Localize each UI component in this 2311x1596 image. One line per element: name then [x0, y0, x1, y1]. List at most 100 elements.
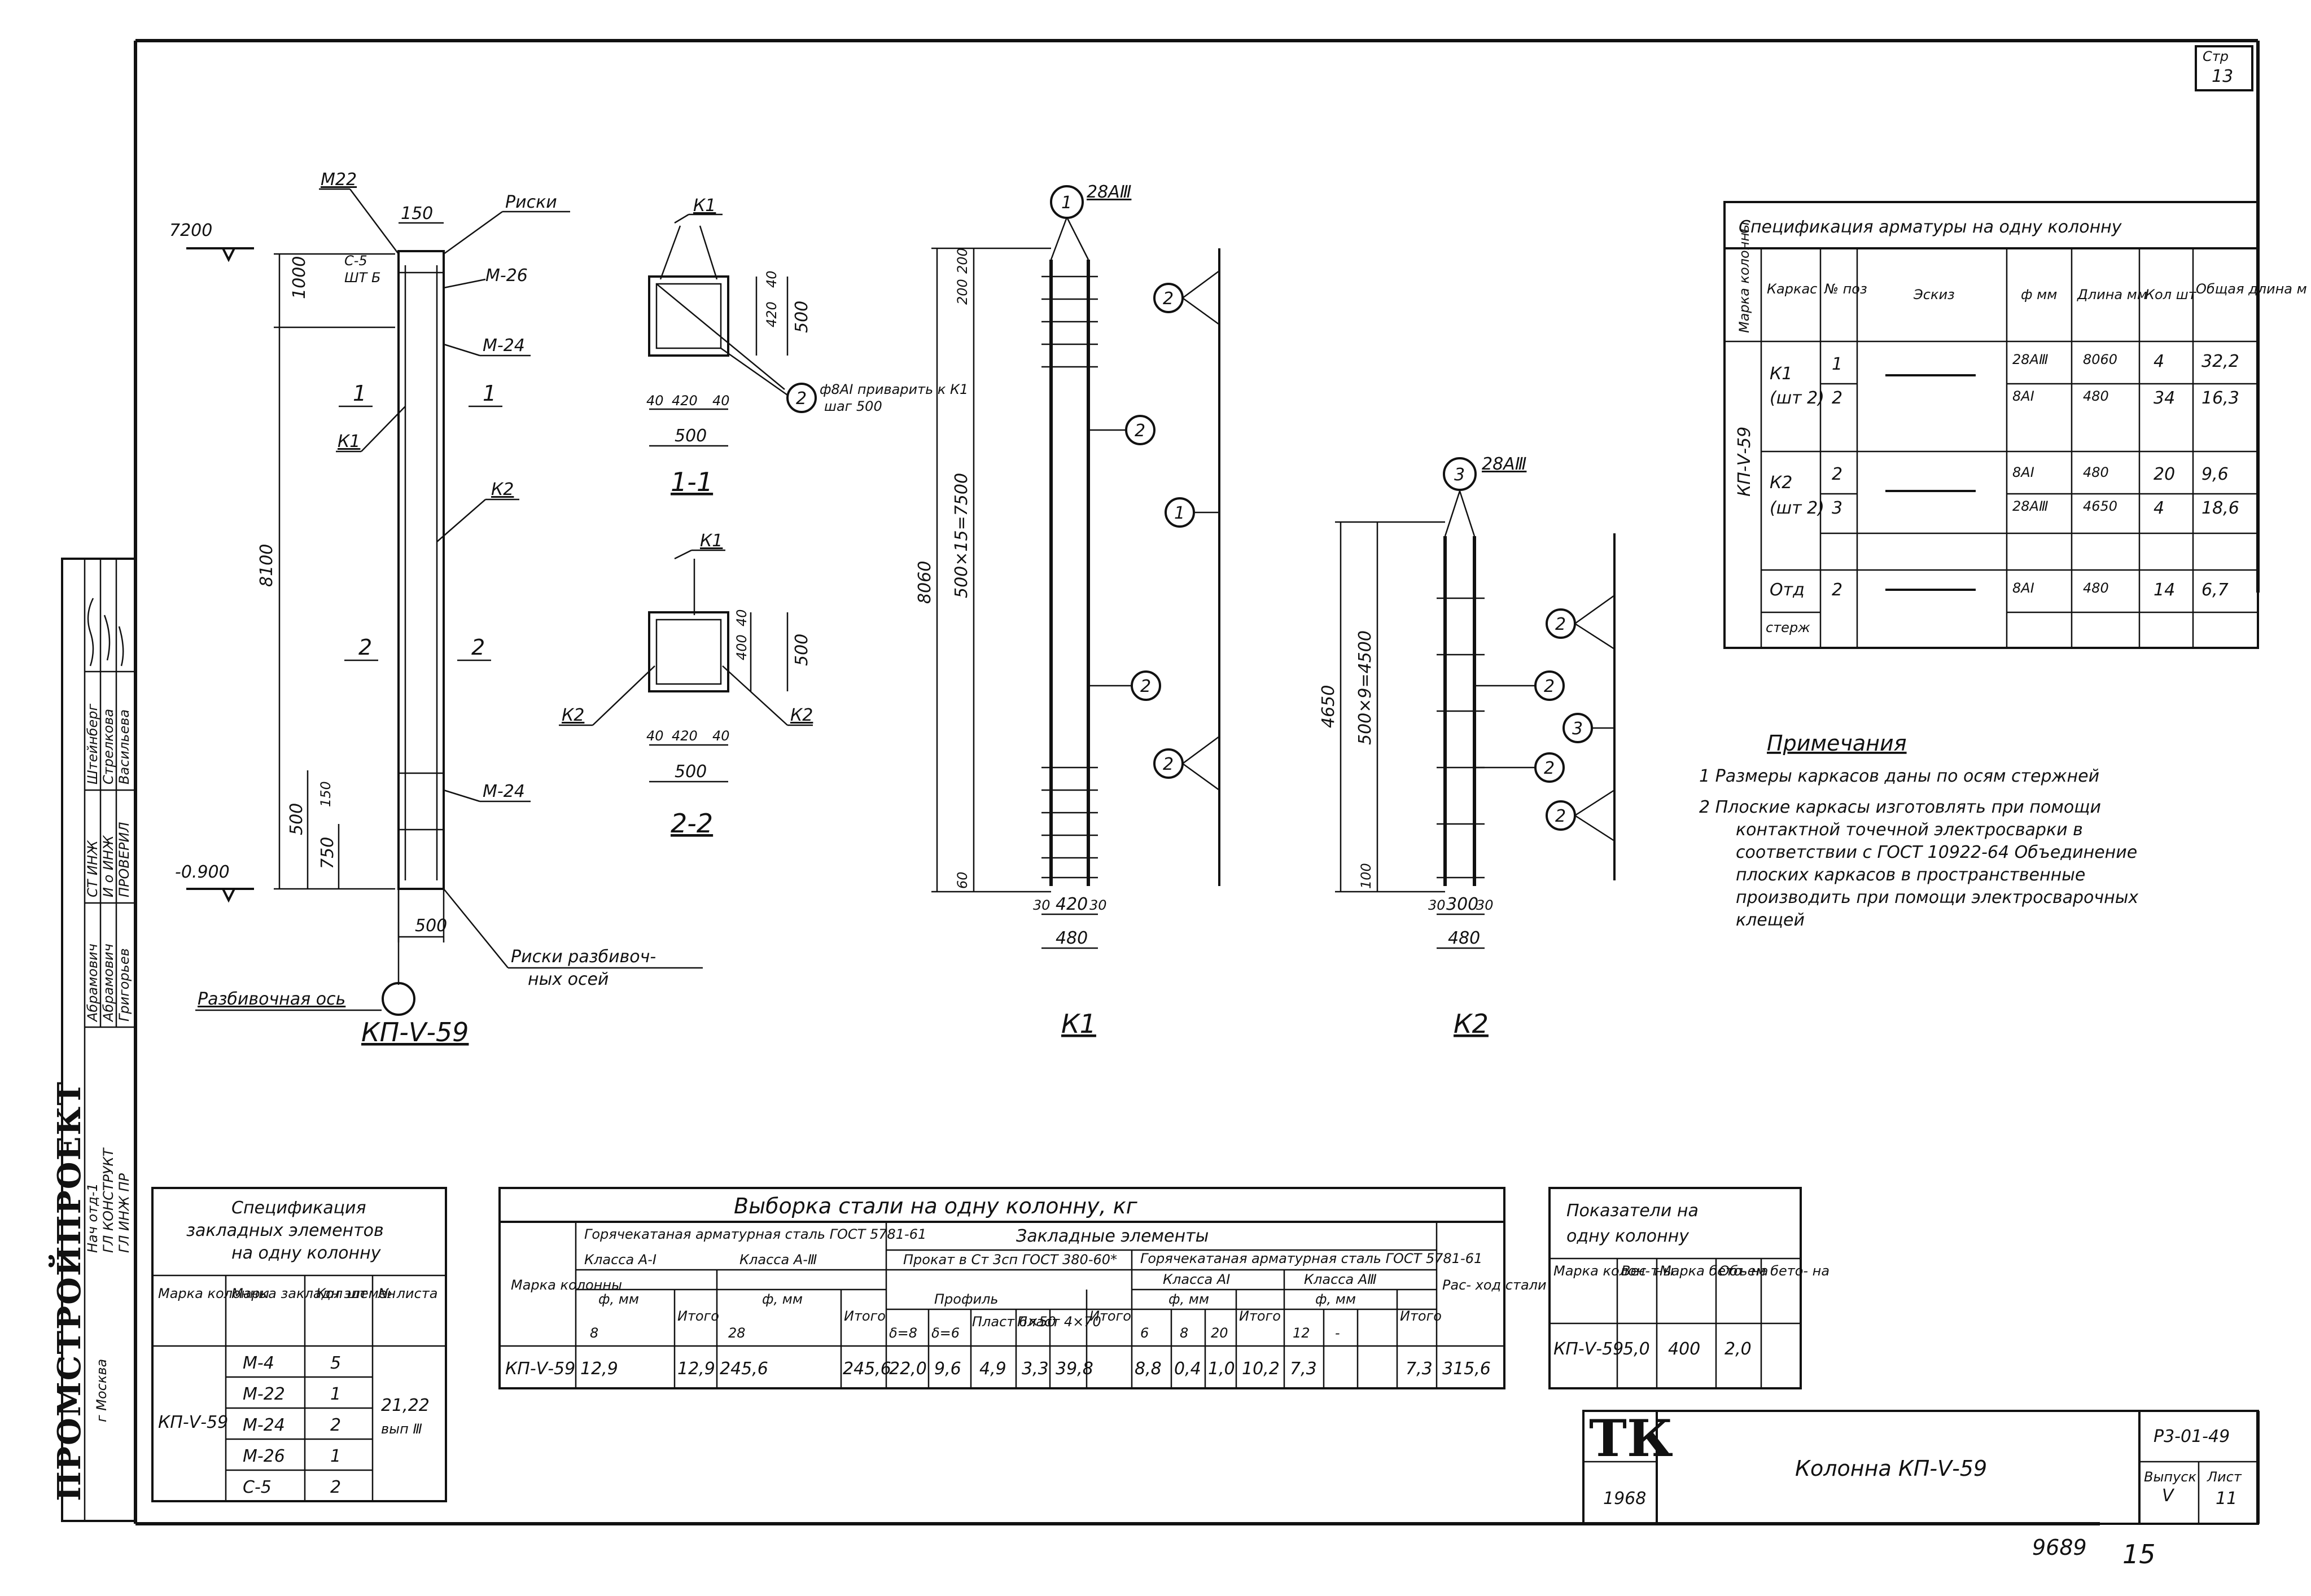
- steel-itogo-2: Итого: [844, 1308, 886, 1324]
- svg-text:4: 4: [2154, 352, 2164, 371]
- rebar-hdr-sketch: Эскиз: [1913, 287, 1955, 302]
- rebar-hdr-poz: № поз: [1823, 281, 1867, 297]
- k2-bubble-2d: 2: [1555, 806, 1566, 826]
- note-line-7: клещей: [1736, 910, 1805, 930]
- steel-d-mm-2: ф, мм: [762, 1291, 803, 1307]
- emb-title-3: на одну колонну: [231, 1243, 382, 1263]
- k1-top: 200: [955, 279, 970, 305]
- dim-500: 500: [287, 803, 307, 835]
- steel-class-a1b: Класса АⅠ: [1163, 1271, 1230, 1287]
- svg-text:2: 2: [1832, 464, 1842, 484]
- svg-text:39,8: 39,8: [1056, 1359, 1093, 1379]
- ind-hdr-volume: Объем бето- на: [1719, 1263, 1829, 1279]
- steel-sub-8: 8: [590, 1325, 598, 1341]
- steel-class-a1: Класса А-Ⅰ: [584, 1252, 656, 1268]
- k2-total: 4650: [1319, 685, 1338, 728]
- s2-label-k2-left: К2: [562, 705, 584, 725]
- s2-d420: 420: [672, 728, 698, 744]
- svg-text:315,6: 315,6: [1442, 1359, 1491, 1379]
- svg-text:18,6: 18,6: [2201, 498, 2239, 518]
- svg-text:К2: К2: [1770, 473, 1792, 493]
- s1-note: ф8АⅠ приварить к К1: [820, 382, 968, 397]
- level-mark: -0.900: [175, 862, 230, 882]
- steel-d-mm-4: ф, мм: [1315, 1291, 1356, 1307]
- k1-bottom: 60: [955, 871, 970, 889]
- emb-row-2-qty: 1: [330, 1384, 341, 1404]
- label-risk: Риски: [505, 192, 557, 212]
- svg-text:2: 2: [1832, 388, 1842, 408]
- emb-row-1-mark: М-4: [243, 1353, 274, 1373]
- svg-text:245,6: 245,6: [843, 1359, 891, 1379]
- org-name: ПРОМСТРОЙПРОЕКТ: [48, 1081, 88, 1501]
- svg-text:34: 34: [2154, 388, 2175, 408]
- steel-itogo-3: Итого: [1089, 1308, 1131, 1324]
- k1-bubble-2d: 2: [1163, 755, 1174, 774]
- frame-k2: 3 28АⅢ 4650 500×9=4500 100 30 300 30 480…: [1319, 454, 1616, 1039]
- ind-grade: 400: [1668, 1339, 1700, 1359]
- svg-text:9,6: 9,6: [2201, 464, 2229, 484]
- k2-bubble-3: 3: [1454, 465, 1465, 485]
- stamp-role2-2: И о ИНЖ: [100, 835, 116, 897]
- rebar-row: (шт 2) 2 8АⅠ 480 34 16,3: [1770, 388, 2239, 408]
- note-line-2: 2 Плоские каркасы изготовлять при помощи: [1699, 797, 2101, 817]
- s1-title: 1-1: [671, 467, 713, 497]
- steel-sub-12: 12: [1293, 1325, 1310, 1341]
- section-2-right: 2: [471, 635, 485, 660]
- svg-text:0,4: 0,4: [1174, 1359, 1201, 1379]
- k1-total: 8060: [915, 561, 935, 604]
- svg-text:Отд: Отд: [1770, 580, 1805, 600]
- s1-h420: 420: [764, 301, 780, 327]
- steel-d-mm-1: ф, мм: [598, 1291, 639, 1307]
- rebar-hdr-len: Длина мм: [2077, 287, 2147, 302]
- section-2-2: К1 К2 К2 40 420 40 500 400 40 500 2-2: [559, 531, 813, 839]
- emb-hdr-elem: Марка закладн элемен: [231, 1286, 396, 1301]
- s2-d500: 500: [675, 762, 707, 782]
- s2-h40: 40: [734, 609, 750, 626]
- s1-label-k1: К1: [693, 196, 716, 216]
- dim-top-offset: 7200: [169, 221, 212, 240]
- s2-title: 2-2: [671, 808, 713, 839]
- column-mark: КП-Ⅴ-59: [361, 1017, 469, 1047]
- steel-itogo-5: Итого: [1400, 1308, 1442, 1324]
- title-block: ТК 1968 Колонна КП-Ⅴ-59 Р3-01-49 Выпуск …: [1582, 1409, 2259, 1569]
- emb-sheets: 21,22: [381, 1396, 430, 1415]
- emb-hdr-sheet: № листа: [377, 1286, 437, 1301]
- steel-sub-dash: -: [1335, 1325, 1340, 1341]
- note-line-6: производить при помощи электросварочных: [1736, 888, 2138, 907]
- svg-text:8АⅠ: 8АⅠ: [2012, 464, 2034, 480]
- svg-text:9,6: 9,6: [934, 1359, 961, 1379]
- handwritten-number: 15: [2122, 1539, 2156, 1569]
- rebar-column-mark: КП-Ⅴ-59: [1735, 427, 1754, 497]
- steel-mark-hdr: Марка колонны: [511, 1277, 622, 1293]
- k1-w480: 480: [1056, 928, 1088, 948]
- emb-row-5-qty: 2: [330, 1477, 341, 1497]
- label-m24-bottom: М-24: [483, 782, 525, 801]
- steel-itogo-4: Итого: [1239, 1308, 1281, 1324]
- svg-text:22,0: 22,0: [889, 1359, 927, 1379]
- indicators-table: Показатели на одну колонну Марка колон- …: [1548, 1187, 1829, 1389]
- emb-row-3-mark: М-24: [243, 1415, 285, 1435]
- s1-d40a: 40: [646, 393, 664, 409]
- tb-list-label: Лист: [2207, 1469, 2242, 1485]
- ind-hdr-grade: Марка бето- на: [1660, 1263, 1768, 1279]
- dim-1000: 1000: [290, 256, 309, 299]
- label-k1: К1: [338, 432, 360, 451]
- s2-label-k2-right: К2: [790, 705, 813, 725]
- svg-text:14: 14: [2154, 580, 2175, 600]
- svg-text:К1: К1: [1770, 364, 1792, 384]
- emb-hdr-qty: Кол шт: [316, 1286, 368, 1301]
- tb-vypusk: Ⅴ: [2162, 1486, 2175, 1506]
- notes-title: Примечания: [1767, 731, 1907, 756]
- tb-year: 1968: [1603, 1489, 1646, 1509]
- stamp-role2-1: СТ ИНЖ: [85, 840, 100, 897]
- svg-text:(шт 2): (шт 2): [1770, 498, 1824, 518]
- rebar-hdr-qty: Кол шт: [2145, 287, 2197, 302]
- emb-column-mark: КП-Ⅴ-59: [158, 1413, 228, 1432]
- label-risk-axis-2: ных осей: [528, 970, 609, 989]
- dim-w500: 500: [415, 916, 447, 936]
- dim-150: 150: [318, 781, 334, 807]
- svg-text:12,9: 12,9: [677, 1359, 715, 1379]
- svg-text:10,2: 10,2: [1242, 1359, 1280, 1379]
- note-line-4: соответствии с ГОСТ 10922-64 Объединение: [1736, 843, 2137, 862]
- k1-w420: 420: [1056, 895, 1088, 914]
